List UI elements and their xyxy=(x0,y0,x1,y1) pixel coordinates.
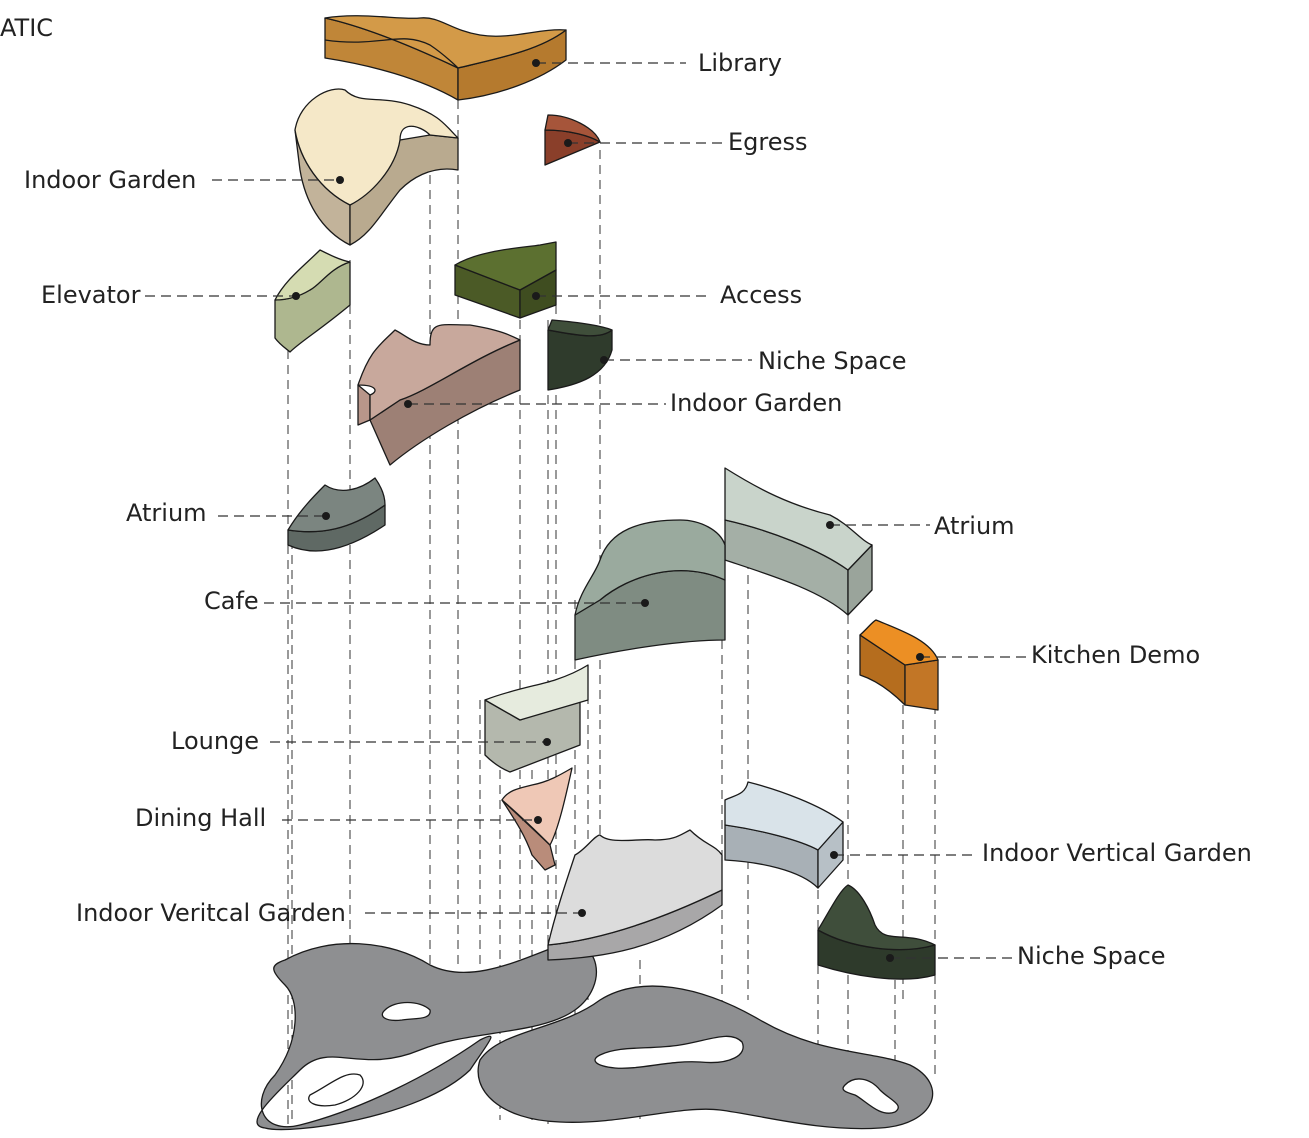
label-niche-space-1: Niche Space xyxy=(758,347,907,375)
label-indoor-vertical-garden-1: Indoor Vertical Garden xyxy=(982,839,1252,867)
volume-library xyxy=(325,16,566,100)
volume-egress xyxy=(545,115,600,165)
volume-lounge xyxy=(485,665,588,772)
label-indoor-garden-2: Indoor Garden xyxy=(670,389,842,417)
volume-access xyxy=(455,242,556,318)
volume-indoor-garden-2 xyxy=(358,325,520,465)
volume-atrium-2 xyxy=(725,468,872,615)
volume-cafe xyxy=(575,520,725,660)
volume-atrium-1 xyxy=(288,478,385,551)
labels: Library Egress Indoor Garden Elevator Ac… xyxy=(24,49,1252,970)
volume-niche-space-2 xyxy=(818,885,935,979)
label-dining-hall: Dining Hall xyxy=(135,804,266,832)
volume-elevator xyxy=(275,250,350,352)
label-access: Access xyxy=(720,281,802,309)
label-atrium-2: Atrium xyxy=(934,512,1015,540)
diagram-title: ATIC xyxy=(0,14,53,42)
label-lounge: Lounge xyxy=(171,727,259,755)
label-cafe: Cafe xyxy=(204,587,259,615)
volume-kitchen-demo xyxy=(860,620,938,710)
label-indoor-vertical-garden-2: Indoor Veritcal Garden xyxy=(76,899,346,927)
leaders xyxy=(145,63,1028,958)
label-library: Library xyxy=(698,49,782,77)
label-egress: Egress xyxy=(728,128,808,156)
label-kitchen-demo: Kitchen Demo xyxy=(1031,641,1200,669)
volume-indoor-garden-1 xyxy=(295,89,458,245)
volume-indoor-vertical-garden-1 xyxy=(725,782,843,888)
volume-niche-space-1 xyxy=(548,320,612,390)
label-atrium-1: Atrium xyxy=(126,499,207,527)
label-indoor-garden-1: Indoor Garden xyxy=(24,166,196,194)
label-elevator: Elevator xyxy=(41,281,141,309)
volume-indoor-vertical-garden-2 xyxy=(548,830,722,960)
label-niche-space-2: Niche Space xyxy=(1017,942,1166,970)
